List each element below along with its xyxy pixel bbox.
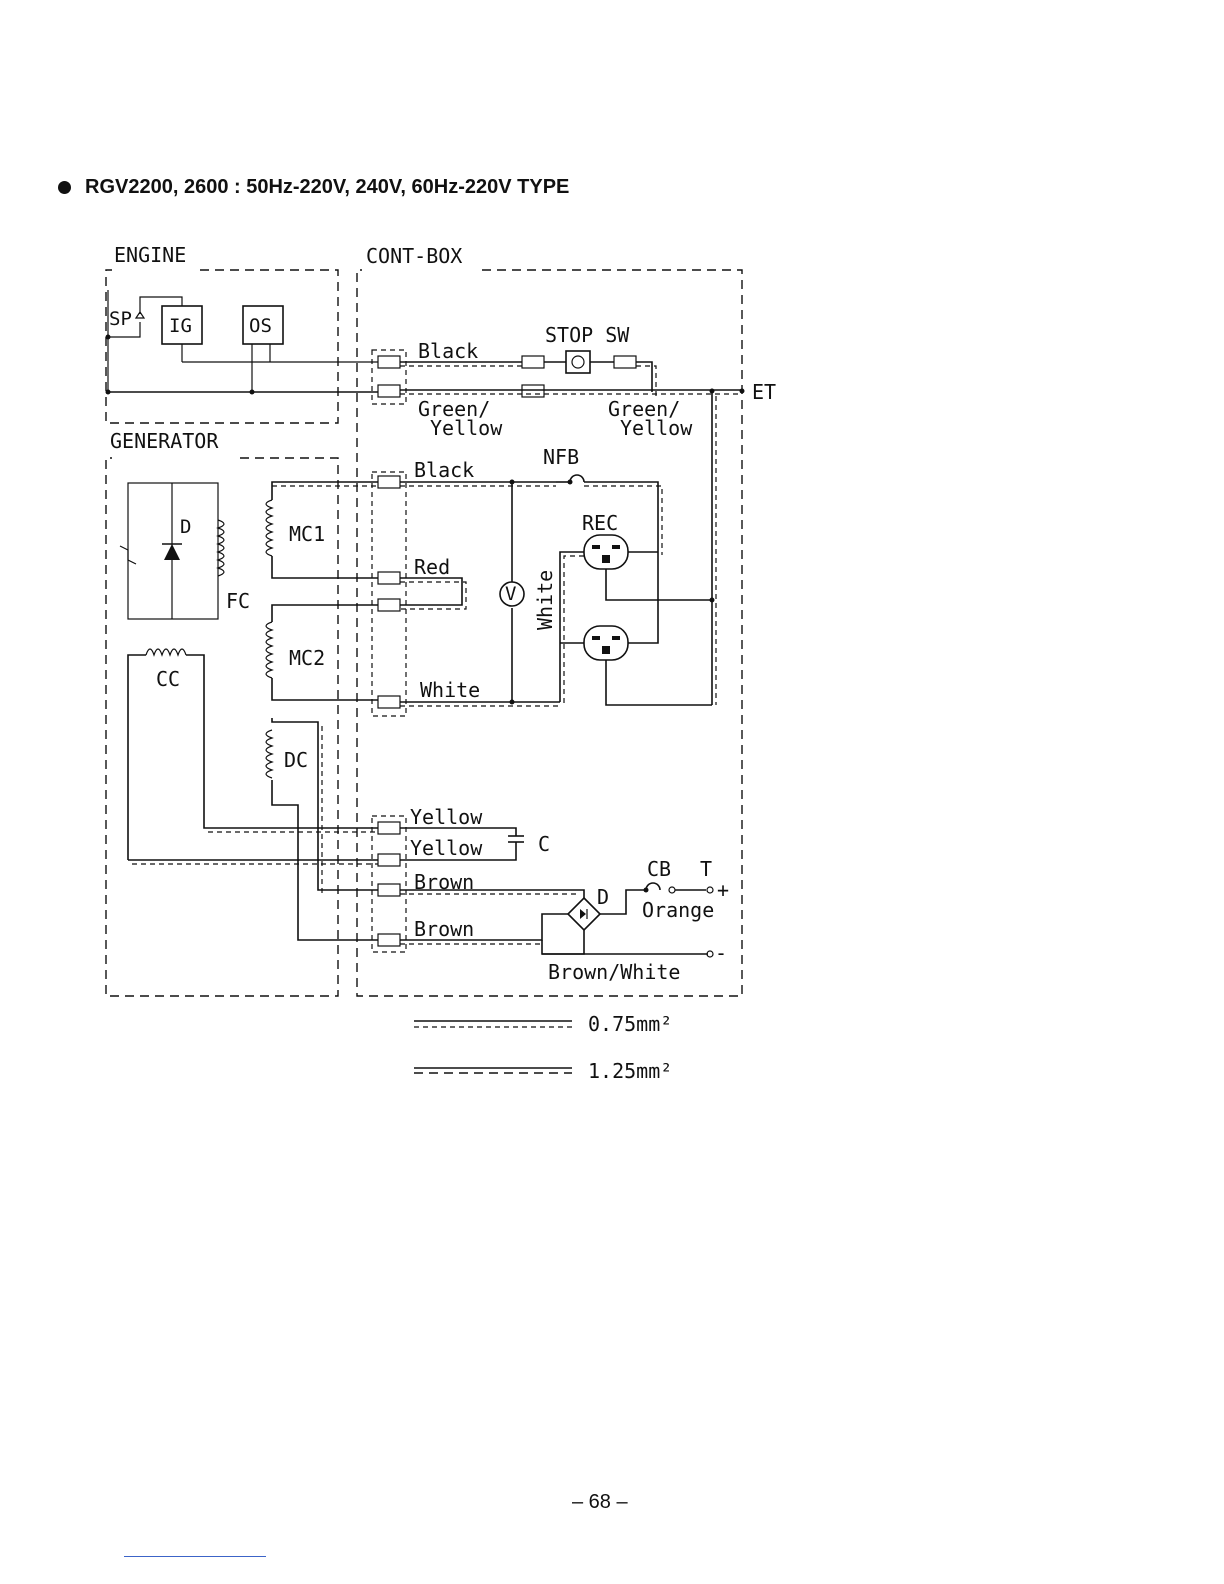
wire-black-mid: Black bbox=[414, 458, 474, 482]
cont-box-label: CONT-BOX bbox=[366, 244, 462, 268]
cb-label: CB bbox=[647, 857, 671, 881]
page-number: – 68 – bbox=[572, 1491, 628, 1514]
receptacle-lower-icon bbox=[560, 555, 715, 705]
legend-075-swatch bbox=[414, 1021, 572, 1027]
engine-box bbox=[106, 270, 338, 423]
ig-label: IG bbox=[169, 315, 192, 337]
cb-breaker bbox=[644, 883, 714, 893]
legend-075-label: 0.75mm² bbox=[588, 1012, 672, 1036]
t-label: T bbox=[700, 857, 712, 881]
wire-brown-2: Brown bbox=[414, 917, 474, 941]
wire-green-yellow-right-2: Yellow bbox=[620, 416, 693, 440]
legend-125-label: 1.25mm² bbox=[588, 1059, 672, 1083]
wire-red: Red bbox=[414, 555, 450, 579]
cc-label: CC bbox=[156, 667, 180, 691]
v-label: V bbox=[505, 583, 516, 605]
receptacle-upper-icon bbox=[560, 535, 712, 706]
d-bridge-label: D bbox=[597, 885, 609, 909]
wire-white-vertical: White bbox=[533, 570, 557, 630]
wire-yellow-1: Yellow bbox=[410, 805, 483, 829]
dc-coil bbox=[266, 718, 378, 940]
generator-label: GENERATOR bbox=[110, 429, 219, 453]
minus-label: - bbox=[715, 941, 727, 965]
connector-block-low bbox=[372, 816, 406, 952]
et-label: ET bbox=[752, 380, 776, 404]
nfb-label: NFB bbox=[543, 445, 579, 469]
stop-sw-label: STOP SW bbox=[545, 323, 630, 347]
footer-rule bbox=[124, 1556, 266, 1557]
engine-label: ENGINE bbox=[114, 243, 186, 267]
mc2-label: MC2 bbox=[289, 646, 325, 670]
sp-label: SP bbox=[109, 308, 132, 330]
fc-label: FC bbox=[226, 589, 250, 613]
wire-white: White bbox=[420, 678, 480, 702]
connector-block-top bbox=[372, 350, 406, 404]
stop-switch-icon bbox=[566, 351, 590, 373]
wire-green-yellow-left-2: Yellow bbox=[430, 416, 503, 440]
mc1-label: MC1 bbox=[289, 522, 325, 546]
os-label: OS bbox=[249, 315, 272, 337]
legend-125-swatch bbox=[414, 1068, 572, 1073]
field-circuit bbox=[120, 483, 224, 619]
wire-black-top: Black bbox=[418, 339, 478, 363]
d-gen-label: D bbox=[180, 516, 191, 538]
dc-label: DC bbox=[284, 748, 308, 772]
engine-wiring bbox=[106, 290, 379, 395]
plus-label: + bbox=[717, 878, 729, 902]
wire-brown-white: Brown/White bbox=[548, 960, 680, 984]
ground-lead bbox=[712, 392, 716, 705]
legend: 0.75mm² 1.25mm² bbox=[414, 1012, 672, 1083]
c-label: C bbox=[538, 832, 550, 856]
wire-orange: Orange bbox=[642, 898, 714, 922]
rec-label: REC bbox=[582, 511, 618, 535]
connector-block-mid bbox=[372, 472, 406, 716]
wire-yellow-2: Yellow bbox=[410, 836, 483, 860]
